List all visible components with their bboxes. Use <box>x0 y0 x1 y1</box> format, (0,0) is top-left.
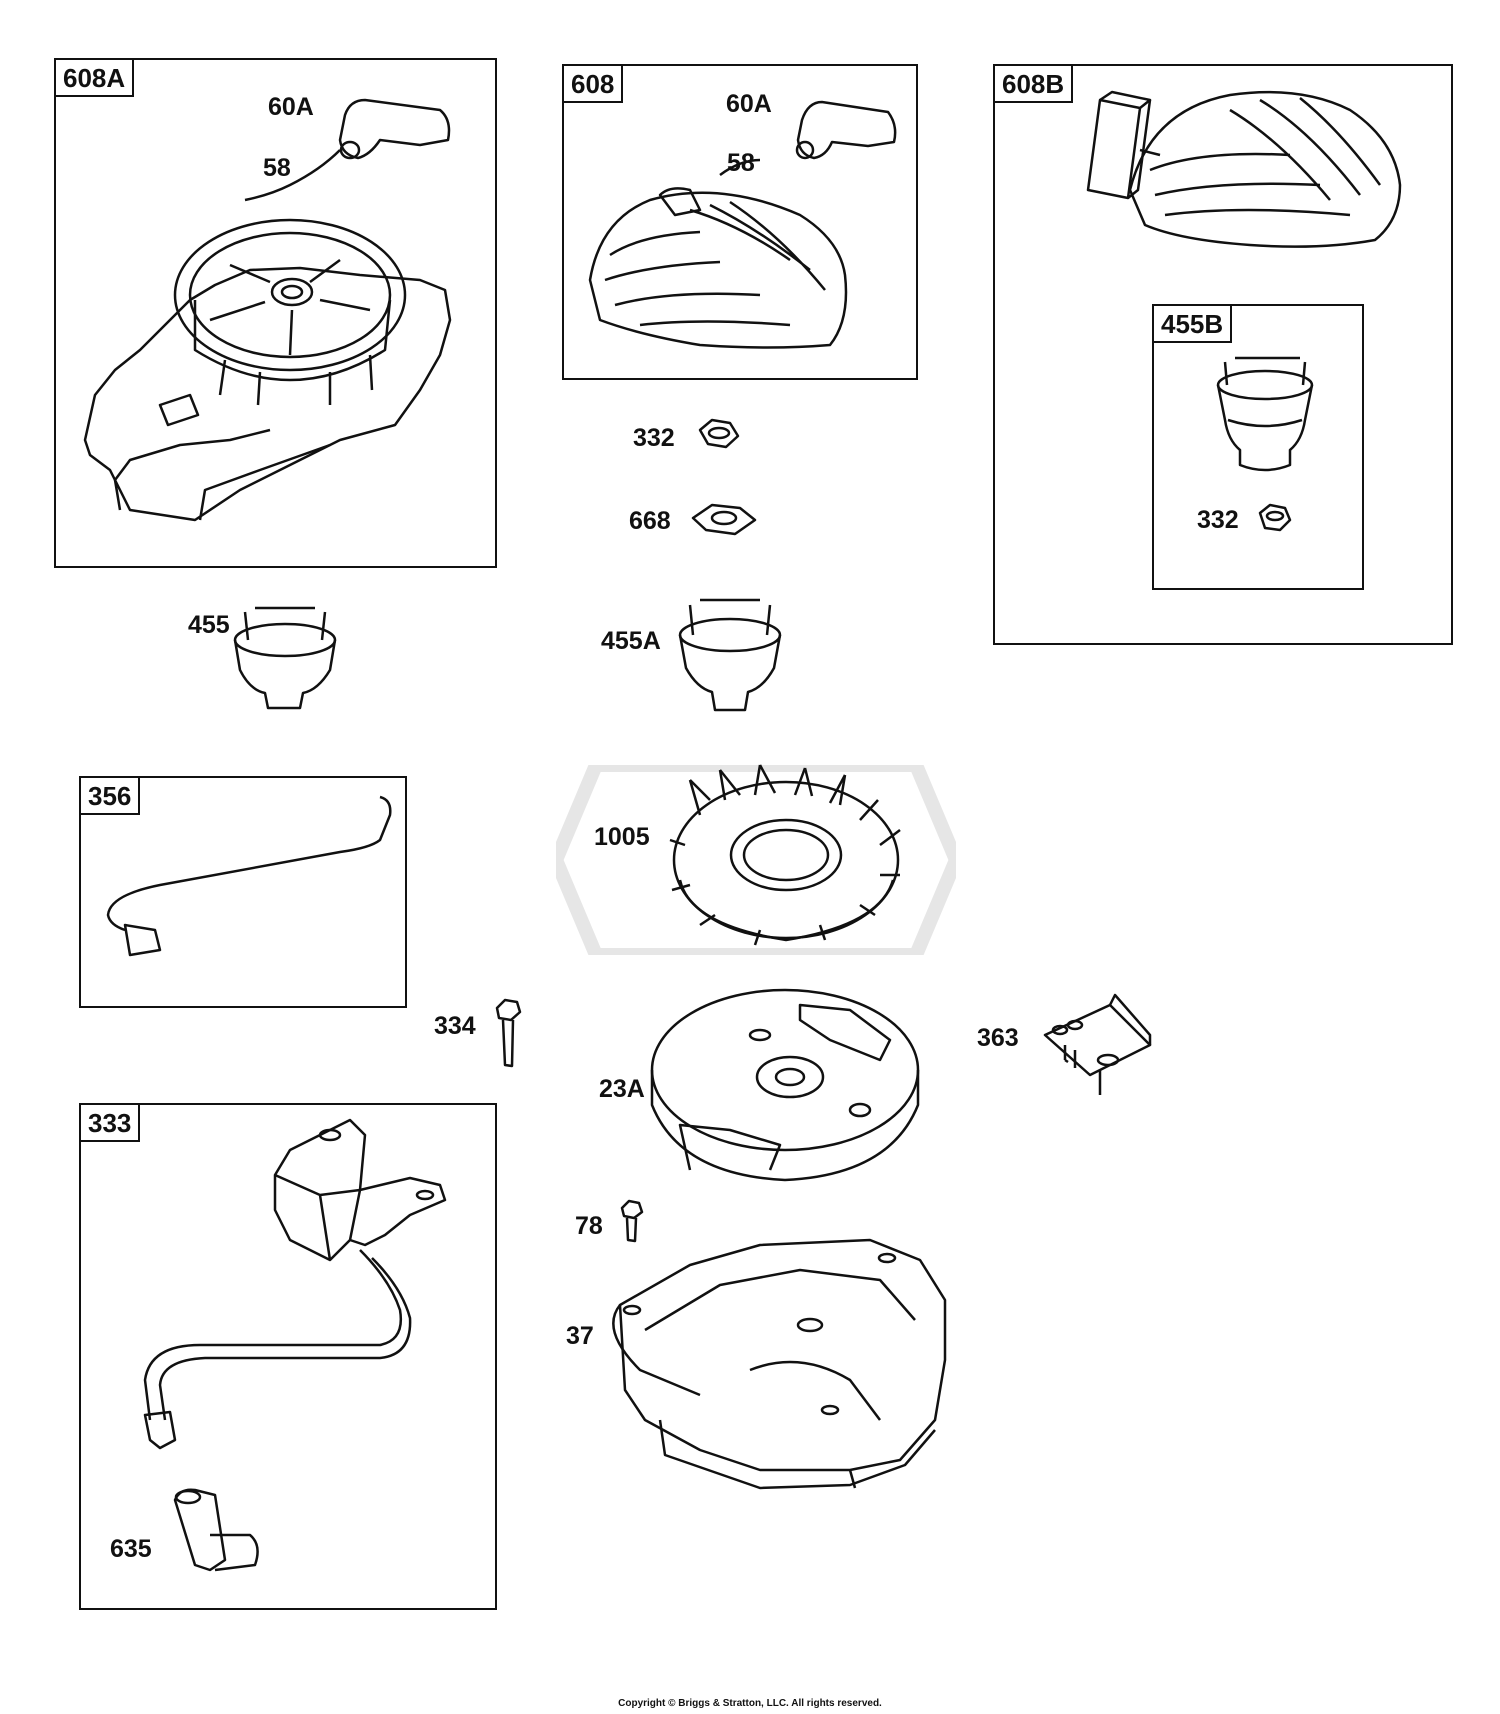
callout-1005: 1005 <box>594 823 650 851</box>
box-label-608B: 608B <box>995 66 1074 103</box>
box-label-608A: 608A <box>56 60 135 97</box>
callout-37: 37 <box>566 1322 594 1350</box>
callout-332: 332 <box>1197 506 1239 534</box>
callout-332: 332 <box>633 424 675 452</box>
box-608B: 608B <box>993 64 1453 645</box>
callout-668: 668 <box>629 507 671 535</box>
callout-58: 58 <box>263 154 291 182</box>
box-label-356: 356 <box>81 778 141 815</box>
box-356: 356 <box>79 776 407 1008</box>
copyright-notice: Copyright © Briggs & Stratton, LLC. All … <box>618 1698 882 1709</box>
callout-635: 635 <box>110 1535 152 1563</box>
box-608: 608 <box>562 64 918 380</box>
brand-watermark-icon <box>556 765 956 955</box>
box-label-608: 608 <box>564 66 624 103</box>
box-455B: 455B <box>1152 304 1364 590</box>
box-label-333: 333 <box>81 1105 141 1142</box>
callout-455: 455 <box>188 611 230 639</box>
callout-60A: 60A <box>726 90 772 118</box>
callout-60A: 60A <box>268 93 314 121</box>
callout-363: 363 <box>977 1024 1019 1052</box>
box-608A: 608A <box>54 58 497 568</box>
callout-23A: 23A <box>599 1075 645 1103</box>
callout-455A: 455A <box>601 627 661 655</box>
callout-78: 78 <box>575 1212 603 1240</box>
callout-334: 334 <box>434 1012 476 1040</box>
box-333: 333 <box>79 1103 497 1610</box>
callout-58: 58 <box>727 149 755 177</box>
box-label-455B: 455B <box>1154 306 1233 343</box>
